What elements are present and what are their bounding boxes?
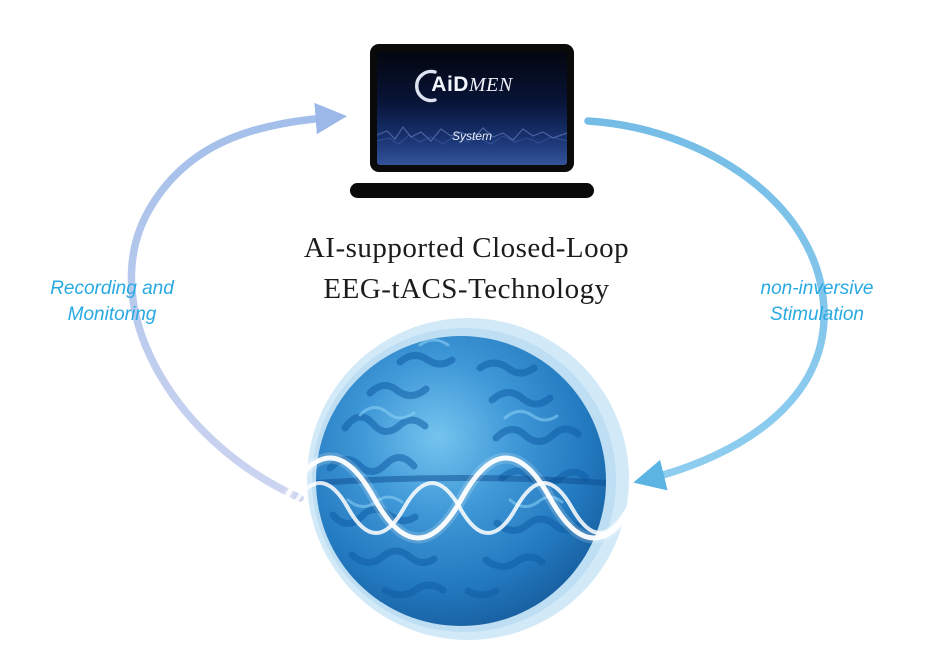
left-label-recording: Recording and Monitoring: [22, 276, 202, 327]
diagram-title: AI-supported Closed-Loop EEG-tACS-Techno…: [0, 228, 933, 310]
right-label-stimulation: non-inversive Stimulation: [732, 276, 902, 327]
left-label-line-2: Monitoring: [67, 303, 157, 325]
stimulation-arrow: [584, 117, 828, 491]
right-label-line-1: non-inversive: [760, 278, 874, 299]
logo-text-suffix: MEN: [468, 73, 513, 96]
brain-illustration: [280, 318, 644, 640]
laptop-base: [350, 183, 594, 198]
left-label-line-1: Recording and: [50, 278, 174, 299]
laptop-screen-subtitle: System: [451, 129, 492, 143]
title-line-2: EEG-tACS-Technology: [323, 273, 610, 306]
brain-fissure: [316, 475, 606, 486]
waveform-icon: [377, 125, 567, 145]
logo-text-prefix: AiD: [431, 73, 469, 96]
right-label-line-2: Stimulation: [770, 303, 864, 325]
title-line-1: AI-supported Closed-Loop: [303, 232, 630, 264]
eeg-waves: [280, 452, 644, 544]
recording-arrow: [127, 102, 347, 502]
